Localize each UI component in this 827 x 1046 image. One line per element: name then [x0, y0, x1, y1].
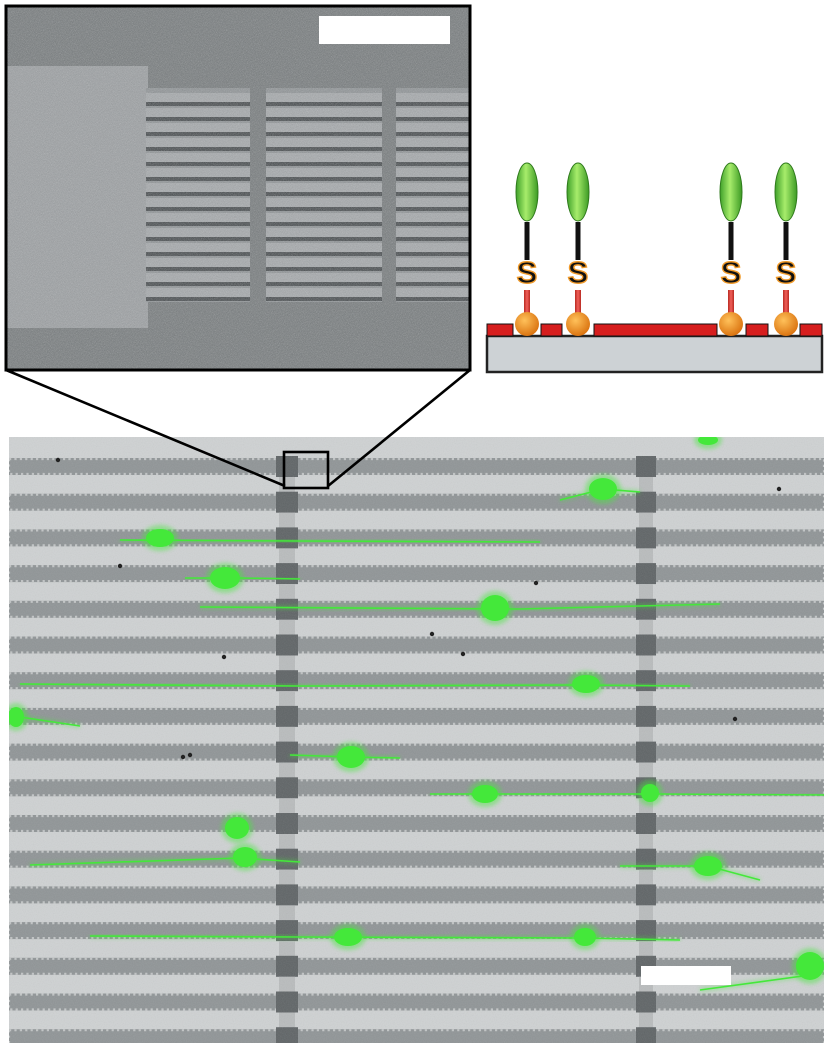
soma: [481, 595, 509, 621]
zoom-box: [282, 450, 330, 490]
linker-red: [524, 290, 530, 323]
soma: [146, 529, 174, 547]
linker-black: [728, 222, 734, 260]
gold-pad: [486, 323, 514, 337]
surface-molecule: S: [566, 162, 590, 336]
anchor-bead: [774, 312, 798, 336]
soma: [9, 707, 24, 727]
speck: [776, 486, 782, 492]
linker-black: [783, 222, 789, 260]
neurite: [119, 539, 541, 543]
soma: [225, 817, 249, 839]
soma: [796, 952, 824, 980]
linker-red: [728, 290, 734, 323]
zoom-connector-lines: [5, 368, 471, 490]
soma: [694, 856, 722, 876]
fluorescence-micrograph: [9, 437, 824, 1043]
gold-pad: [745, 323, 769, 337]
soma: [589, 478, 617, 500]
linker-black: [575, 222, 581, 260]
sem-inset: [4, 4, 472, 372]
surface-molecule: S: [515, 162, 539, 336]
neurite: [699, 974, 811, 991]
ligand: [515, 162, 539, 222]
anchor-bead: [515, 312, 539, 336]
soma: [574, 928, 596, 946]
anchor-bead: [566, 312, 590, 336]
thiol-label: S: [517, 255, 538, 290]
speck: [221, 654, 227, 660]
linker-red: [783, 290, 789, 323]
soma: [210, 567, 240, 589]
gold-pad: [799, 323, 823, 337]
gold-pad: [540, 323, 563, 337]
speck: [187, 752, 193, 758]
ligand: [719, 162, 743, 222]
neuron-cells: [9, 437, 824, 992]
speck: [55, 457, 61, 463]
gold-pads: [486, 323, 823, 337]
neurite: [19, 683, 691, 687]
neurite: [19, 716, 81, 727]
gold-pad: [593, 323, 718, 337]
speck: [117, 563, 123, 569]
anchor-bead: [719, 312, 743, 336]
soma: [641, 784, 659, 802]
substrate: [485, 334, 824, 374]
linker-black: [524, 222, 530, 260]
ligand: [566, 162, 590, 222]
soma: [337, 746, 365, 768]
linker-red: [575, 290, 581, 323]
surface-molecule: S: [774, 162, 798, 336]
soma: [334, 928, 362, 946]
neurite: [89, 935, 681, 941]
surface-molecule: S: [719, 162, 743, 336]
speck: [460, 651, 466, 657]
speck: [180, 754, 186, 760]
ligand: [774, 162, 798, 222]
neurite: [199, 603, 721, 610]
speck: [533, 580, 539, 586]
micrograph-scale-bar: [641, 966, 731, 985]
soma: [233, 847, 257, 867]
debris-specks: [55, 457, 782, 760]
soma: [472, 785, 498, 803]
thiol-label: S: [721, 255, 742, 290]
soma: [572, 675, 600, 693]
speck: [429, 631, 435, 637]
thiol-label: S: [776, 255, 797, 290]
speck: [732, 716, 738, 722]
sem-scale-bar: [319, 16, 450, 44]
thiol-label: S: [568, 255, 589, 290]
soma: [698, 437, 718, 445]
